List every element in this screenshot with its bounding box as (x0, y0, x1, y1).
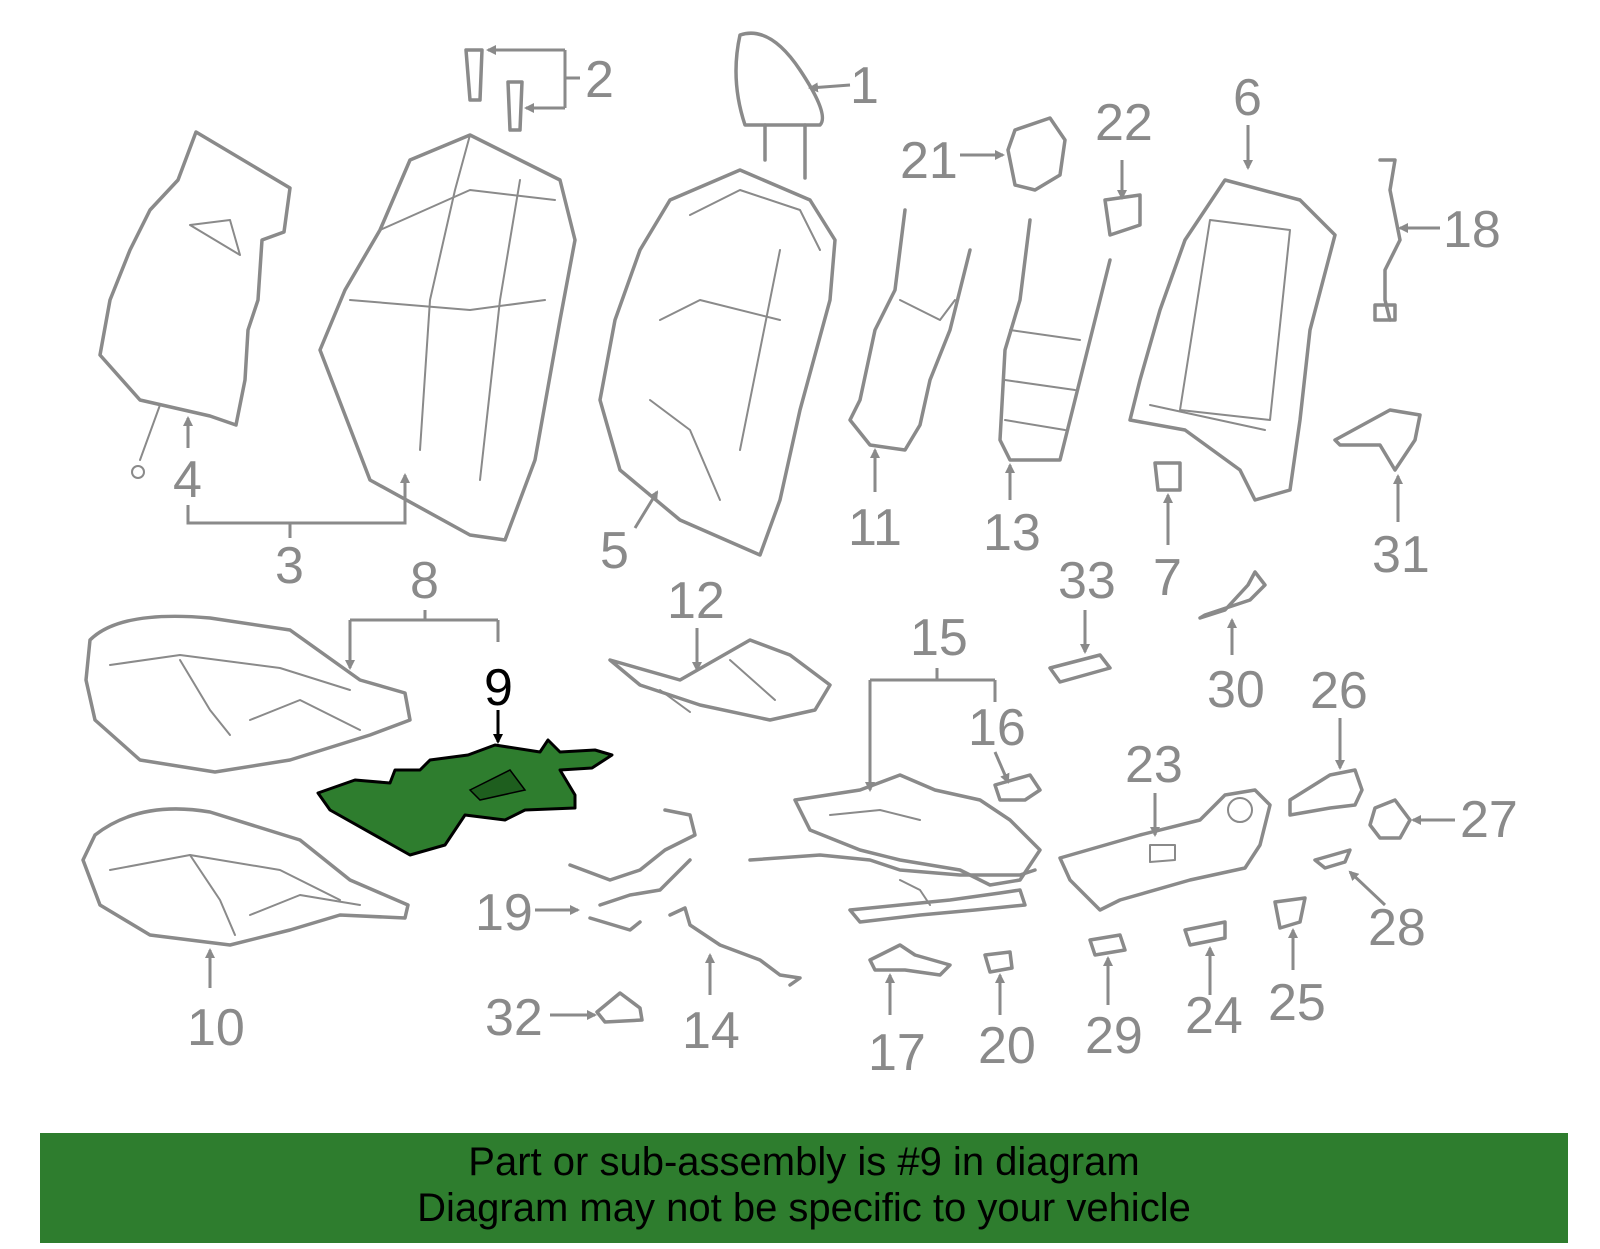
part-16-bracket[interactable] (993, 773, 1042, 802)
label-21: 21 (900, 132, 958, 190)
label-26: 26 (1310, 662, 1368, 720)
part-labels: 1 2 3 4 5 6 7 8 9 10 11 12 13 14 15 16 1… (173, 51, 1518, 1082)
banner-line-2: Diagram may not be specific to your vehi… (417, 1186, 1191, 1230)
label-30: 30 (1207, 661, 1265, 719)
part-31-bracket[interactable] (1333, 408, 1422, 472)
part-2-pins[interactable] (464, 48, 524, 132)
label-24: 24 (1185, 987, 1243, 1045)
part-18-harness[interactable] (1373, 158, 1402, 322)
part-6-seatback-frame[interactable] (1128, 178, 1337, 502)
part-25-cover[interactable] (1273, 896, 1307, 930)
label-28: 28 (1368, 899, 1426, 957)
part-33-clip[interactable] (1048, 653, 1112, 684)
label-7: 7 (1153, 549, 1182, 607)
label-33: 33 (1058, 552, 1116, 610)
label-14: 14 (682, 1002, 740, 1060)
label-16: 16 (968, 699, 1026, 757)
label-20: 20 (978, 1017, 1036, 1075)
part-30-bracket[interactable] (1198, 570, 1267, 620)
label-3: 3 (275, 537, 304, 595)
part-20-clip[interactable] (983, 950, 1014, 974)
label-6: 6 (1233, 69, 1262, 127)
banner-line-1: Part or sub-assembly is #9 in diagram (468, 1140, 1140, 1184)
seat-parts-diagram: 1 2 3 4 5 6 7 8 9 10 11 12 13 14 15 16 1… (81, 31, 1518, 1082)
label-31: 31 (1372, 526, 1430, 584)
part-26-knob[interactable] (1288, 768, 1364, 817)
part-32-cover[interactable] (595, 991, 644, 1024)
label-25: 25 (1268, 974, 1326, 1032)
part-8-cushion-cover[interactable] (84, 614, 412, 774)
part-27-cap[interactable] (1368, 798, 1412, 840)
part-3-seatback-cover[interactable] (318, 133, 577, 542)
part-19-harness[interactable] (568, 808, 697, 932)
label-18: 18 (1443, 201, 1501, 259)
label-22: 22 (1095, 94, 1153, 152)
label-11: 11 (848, 499, 902, 557)
label-23: 23 (1125, 736, 1183, 794)
label-29: 29 (1085, 1007, 1143, 1065)
label-12: 12 (667, 572, 725, 630)
part-14-cable[interactable] (668, 906, 802, 987)
part-11-bracket[interactable] (848, 208, 972, 452)
label-15: 15 (910, 609, 968, 667)
part-9-cushion-mat[interactable] (316, 738, 614, 857)
label-17: 17 (868, 1024, 926, 1082)
part-12-cushion-frame[interactable] (608, 638, 832, 722)
part-1-headrest[interactable] (734, 31, 825, 180)
part-24-clip[interactable] (1183, 920, 1227, 947)
label-27: 27 (1460, 791, 1518, 849)
part-29-clip[interactable] (1088, 933, 1127, 957)
label-8: 8 (410, 552, 439, 610)
part-7-clip[interactable] (1153, 461, 1182, 492)
leader-lines (183, 45, 1455, 1020)
label-13: 13 (983, 504, 1041, 562)
part-10-cushion-pad[interactable] (81, 807, 410, 947)
part-4-seatback-mat[interactable] (98, 130, 292, 479)
part-21-cover[interactable] (1006, 116, 1067, 192)
info-banner: Part or sub-assembly is #9 in diagram Di… (40, 1133, 1568, 1243)
part-13-lumbar[interactable] (998, 218, 1112, 462)
label-4: 4 (173, 451, 202, 509)
part-17-bracket[interactable] (868, 943, 952, 977)
label-1: 1 (850, 57, 879, 115)
label-2: 2 (585, 51, 614, 109)
part-5-seatback-assembly[interactable] (598, 168, 837, 557)
part-23-side-shield[interactable] (1058, 788, 1272, 912)
label-9: 9 (484, 659, 513, 717)
label-5: 5 (600, 522, 629, 580)
label-10: 10 (187, 999, 245, 1057)
part-15-seat-track[interactable] (748, 773, 1042, 924)
part-22-clip[interactable] (1103, 193, 1142, 237)
part-28-cover[interactable] (1313, 848, 1352, 870)
label-32: 32 (485, 989, 543, 1047)
label-19: 19 (475, 884, 533, 942)
